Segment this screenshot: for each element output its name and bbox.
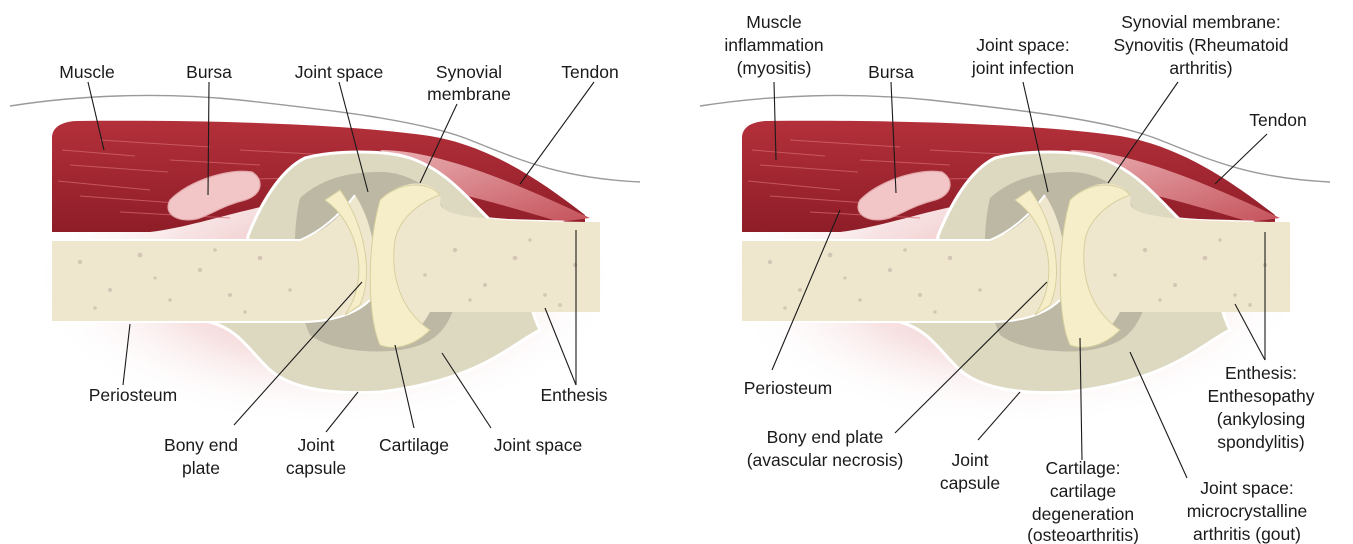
label-bony-line2: (avascular necrosis): [747, 450, 904, 470]
label-joint-space-line1: Joint space:: [976, 35, 1069, 55]
label-crystal-line1: Joint space:: [1200, 478, 1293, 498]
left-joint-illustration: [10, 95, 640, 428]
label-cartilage: Cartilage: [379, 435, 449, 455]
label-crystal-line2: microcrystalline: [1187, 501, 1308, 521]
label-joint-space-bottom: Joint space: [494, 435, 583, 455]
label-synovial-line1: Synovial membrane:: [1121, 12, 1281, 32]
label-joint-space-line2: joint infection: [971, 58, 1074, 78]
label-muscle-line3: (myositis): [737, 58, 812, 78]
label-synovial-line2: Synovitis (Rheumatoid: [1113, 35, 1288, 55]
label-capsule-line1: Joint: [298, 435, 335, 455]
label-bursa: Bursa: [868, 62, 914, 82]
label-enthesis-line4: spondylitis): [1217, 432, 1305, 452]
label-muscle: Muscle: [59, 62, 114, 82]
label-bony-line2: plate: [182, 458, 220, 478]
right-panel: Muscle inflammation (myositis) Bursa Joi…: [700, 12, 1330, 544]
label-cartilage-line3: degeneration: [1032, 504, 1134, 524]
label-muscle-line1: Muscle: [746, 12, 801, 32]
label-capsule-line1: Joint: [952, 450, 989, 470]
label-bony-line1: Bony end plate: [767, 427, 884, 447]
label-enthesis-line3: (ankylosing: [1217, 409, 1306, 429]
label-bursa: Bursa: [186, 62, 232, 82]
left-panel: Muscle Bursa Joint space Synovial membra…: [10, 62, 640, 478]
label-periosteum: Periosteum: [744, 378, 833, 398]
label-tendon: Tendon: [1249, 110, 1306, 130]
label-bony-line1: Bony end: [164, 435, 238, 455]
label-muscle-line2: inflammation: [724, 35, 823, 55]
label-capsule-line2: capsule: [286, 458, 346, 478]
label-synovial-line2: membrane: [427, 84, 511, 104]
label-enthesis: Enthesis: [540, 385, 607, 405]
label-tendon: Tendon: [561, 62, 618, 82]
label-capsule-line2: capsule: [940, 473, 1000, 493]
label-enthesis-line2: Enthesopathy: [1207, 386, 1314, 406]
label-crystal-line3: arthritis (gout): [1193, 524, 1301, 544]
label-cartilage-line1: Cartilage:: [1046, 458, 1121, 478]
label-periosteum: Periosteum: [89, 385, 178, 405]
label-synovial-line1: Synovial: [436, 62, 502, 82]
label-enthesis-line1: Enthesis:: [1225, 363, 1297, 383]
label-cartilage-line4: (osteoarthritis): [1027, 525, 1139, 544]
label-joint-space-top: Joint space: [295, 62, 384, 82]
label-cartilage-line2: cartilage: [1050, 481, 1116, 501]
label-synovial-line3: arthritis): [1169, 58, 1232, 78]
